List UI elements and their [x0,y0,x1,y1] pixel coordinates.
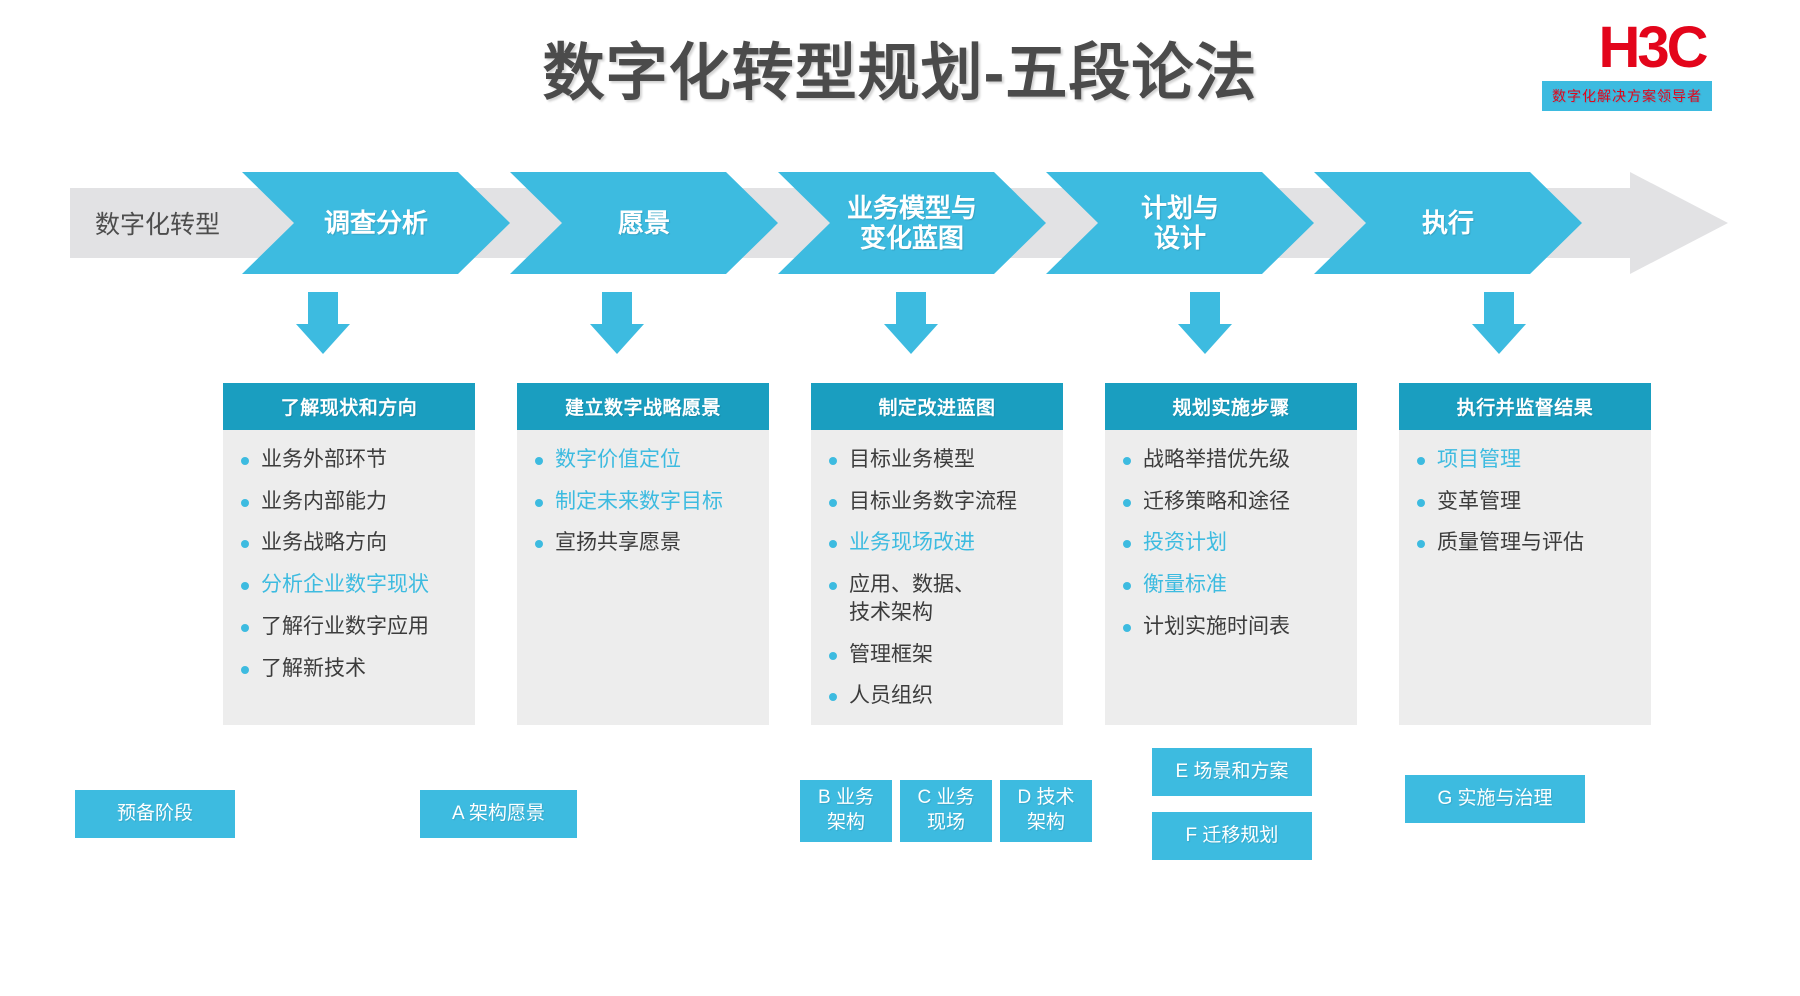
arrow-head [296,324,350,354]
down-arrow-icon-5 [1472,292,1526,354]
phase-tag[interactable]: C 业务 现场 [900,780,992,842]
detail-card-4: 规划实施步骤 战略举措优先级迁移策略和途径投资计划衡量标准计划实施时间表 [1105,383,1357,725]
h3c-logo: H3C 数字化解决方案领导者 [1542,15,1762,112]
list-item: 目标业务模型 [827,446,1055,474]
phase-tag[interactable]: E 场景和方案 [1152,748,1312,796]
band-arrow-tip-icon [1630,172,1728,274]
card-title: 制定改进蓝图 [811,383,1063,430]
list-item: 分析企业数字现状 [239,571,467,599]
list-item: 宣扬共享愿景 [533,529,761,557]
phase-tag[interactable]: D 技术 架构 [1000,780,1092,842]
down-arrow-icon-3 [884,292,938,354]
card-title: 了解现状和方向 [223,383,475,430]
arrow-stem [308,292,338,326]
list-item: 人员组织 [827,682,1055,710]
arrow-head [1178,324,1232,354]
arrow-stem [602,292,632,326]
list-item: 迁移策略和途径 [1121,488,1349,516]
arrow-stem [1190,292,1220,326]
logo-tagline: 数字化解决方案领导者 [1542,81,1712,112]
detail-card-3: 制定改进蓝图 目标业务模型目标业务数字流程业务现场改进应用、数据、 技术架构管理… [811,383,1063,725]
band-lead-label: 数字化转型 [94,211,220,239]
list-item: 业务内部能力 [239,488,467,516]
logo-wordmark: H3C [1598,15,1708,80]
list-item: 目标业务数字流程 [827,488,1055,516]
card-title: 规划实施步骤 [1105,383,1357,430]
list-item: 业务外部环节 [239,446,467,474]
list-item: 项目管理 [1415,446,1643,474]
detail-card-5: 执行并监督结果 项目管理变革管理质量管理与评估 [1399,383,1651,725]
phase-tag[interactable]: A 架构愿景 [420,790,577,838]
detail-card-1: 了解现状和方向 业务外部环节业务内部能力业务战略方向分析企业数字现状了解行业数字… [223,383,475,725]
phase-tag[interactable]: F 迁移规划 [1152,812,1312,860]
down-arrow-icon-2 [590,292,644,354]
card-item-list: 业务外部环节业务内部能力业务战略方向分析企业数字现状了解行业数字应用了解新技术 [239,446,467,682]
card-item-list: 战略举措优先级迁移策略和途径投资计划衡量标准计划实施时间表 [1121,446,1349,641]
detail-card-2: 建立数字战略愿景 数字价值定位制定未来数字目标宣扬共享愿景 [517,383,769,725]
list-item: 制定未来数字目标 [533,488,761,516]
list-item: 管理框架 [827,641,1055,669]
list-item: 应用、数据、 技术架构 [827,571,1055,626]
card-item-list: 数字价值定位制定未来数字目标宣扬共享愿景 [533,446,761,557]
process-step-2[interactable]: 愿景 [510,172,778,274]
list-item: 计划实施时间表 [1121,613,1349,641]
list-item: 业务现场改进 [827,529,1055,557]
list-item: 数字价值定位 [533,446,761,474]
list-item: 业务战略方向 [239,529,467,557]
card-item-list: 项目管理变革管理质量管理与评估 [1415,446,1643,557]
phase-tag[interactable]: G 实施与治理 [1405,775,1585,823]
list-item: 质量管理与评估 [1415,529,1643,557]
process-band: 数字化转型 调查分析 愿景 业务模型与 变化蓝图 计划与 设计 执行 [70,172,1730,274]
list-item: 战略举措优先级 [1121,446,1349,474]
phase-tag[interactable]: B 业务 架构 [800,780,892,842]
card-title: 建立数字战略愿景 [517,383,769,430]
card-title: 执行并监督结果 [1399,383,1651,430]
down-arrow-icon-4 [1178,292,1232,354]
arrow-head [884,324,938,354]
list-item: 了解行业数字应用 [239,613,467,641]
list-item: 了解新技术 [239,655,467,683]
list-item: 衡量标准 [1121,571,1349,599]
arrow-stem [896,292,926,326]
phase-tag[interactable]: 预备阶段 [75,790,235,838]
list-item: 投资计划 [1121,529,1349,557]
arrow-head [1472,324,1526,354]
down-arrow-icon-1 [296,292,350,354]
page-title: 数字化转型规划-五段论法 [542,39,1258,108]
list-item: 变革管理 [1415,488,1643,516]
arrow-stem [1484,292,1514,326]
arrow-head [590,324,644,354]
card-item-list: 目标业务模型目标业务数字流程业务现场改进应用、数据、 技术架构管理框架人员组织 [827,446,1055,710]
